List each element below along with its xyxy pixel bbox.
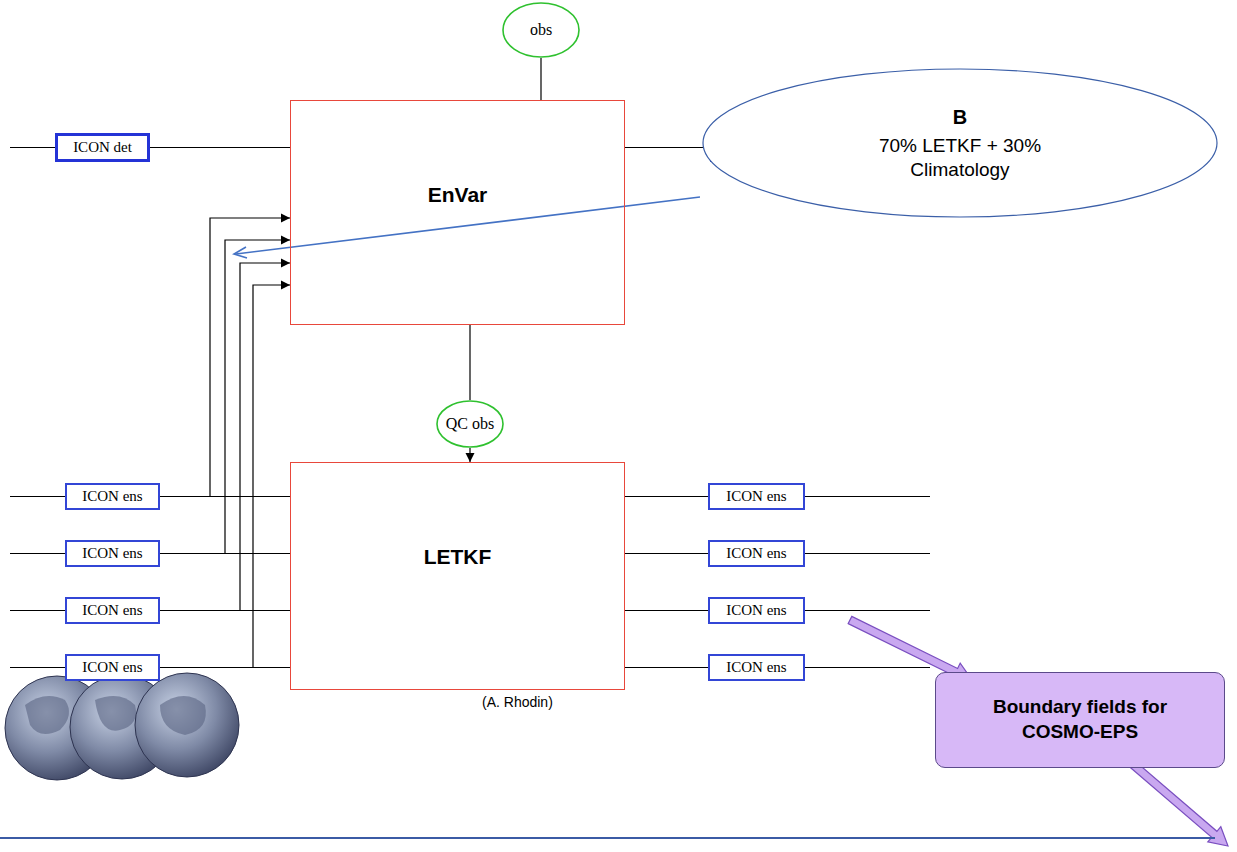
ensemble-box: ICON ens	[708, 597, 805, 624]
globe-illustration	[5, 673, 239, 780]
ensemble-box: ICON ens	[65, 654, 160, 681]
ellipse-shape	[437, 401, 503, 447]
node-label: ICON ens	[726, 602, 786, 619]
node-label: 70% LETKF + 30% Climatology	[870, 134, 1050, 182]
node-label: Boundary fields for COSMO-EPS	[975, 695, 1185, 744]
connector-line	[160, 240, 290, 554]
ellipse-shape	[503, 3, 579, 57]
ensemble-box: ICON ens	[708, 540, 805, 567]
connector-line	[150, 147, 290, 148]
process-box: LETKF	[290, 462, 625, 690]
connector-line	[625, 553, 708, 554]
connector	[625, 147, 710, 148]
connector-line	[160, 610, 290, 611]
connector-line	[625, 667, 708, 668]
connector	[160, 667, 290, 668]
connector-line	[469, 325, 470, 400]
node-label: obs	[530, 21, 552, 39]
process-box: EnVar	[290, 100, 625, 325]
ensemble-box: ICON ens	[65, 540, 160, 567]
connector-line	[160, 285, 290, 668]
node-label: ICON ens	[82, 602, 142, 619]
connector-line	[625, 610, 708, 611]
block-arrow	[1127, 759, 1228, 846]
model-line	[10, 553, 65, 554]
connector	[160, 281, 290, 668]
connector-line	[160, 553, 290, 554]
leader-arrow	[234, 197, 700, 258]
model-line	[805, 496, 930, 497]
node-label: ICON ens	[82, 659, 142, 676]
footer-rule	[0, 837, 1215, 839]
connector	[160, 259, 290, 611]
ensemble-box: ICON ens	[65, 597, 160, 624]
node-label: ICON det	[73, 139, 132, 156]
connector-line	[625, 496, 708, 497]
connector	[625, 553, 708, 554]
connector	[160, 496, 290, 497]
model-line	[10, 610, 65, 611]
connector-line	[160, 263, 290, 611]
obs-ellipse: QC obs	[436, 400, 504, 448]
globe-land	[160, 696, 206, 735]
globe	[135, 673, 239, 777]
connector-line	[160, 496, 290, 497]
node-label: QC obs	[446, 415, 494, 433]
connector	[160, 553, 290, 554]
node-label: EnVar	[428, 183, 488, 207]
connector	[625, 667, 708, 668]
model-box: ICON det	[55, 133, 150, 162]
connector-line	[540, 58, 541, 100]
ensemble-box: ICON ens	[708, 654, 805, 681]
node-label: ICON ens	[726, 659, 786, 676]
model-line	[805, 553, 930, 554]
arrow-head	[281, 236, 290, 245]
connector-line	[160, 667, 290, 668]
model-line	[805, 667, 930, 668]
ensemble-box: ICON ens	[65, 483, 160, 510]
node-heading: B	[953, 105, 967, 130]
connector	[466, 448, 475, 462]
connector	[470, 325, 471, 400]
node-label: ICON ens	[82, 545, 142, 562]
node-label: LETKF	[424, 545, 492, 569]
obs-ellipse: obs	[502, 2, 580, 58]
node-label: ICON ens	[726, 545, 786, 562]
ellipse-shape	[703, 69, 1217, 217]
node-label: ICON ens	[82, 488, 142, 505]
connector-line	[625, 147, 710, 148]
arrow-head	[466, 453, 475, 462]
connector	[160, 610, 290, 611]
model-lines	[10, 148, 935, 668]
credit-note: (A. Rhodin)	[482, 694, 553, 710]
callout-ellipse: B 70% LETKF + 30% Climatology	[702, 68, 1218, 218]
connector	[625, 610, 708, 611]
model-line	[805, 610, 930, 611]
connector	[625, 496, 708, 497]
connector	[541, 58, 542, 100]
arrow-head	[281, 259, 290, 268]
globe-land	[25, 696, 69, 734]
output-box: Boundary fields for COSMO-EPS	[935, 672, 1225, 768]
model-line	[10, 147, 55, 148]
arrow-head	[281, 281, 290, 290]
node-label: ICON ens	[726, 488, 786, 505]
connector	[160, 236, 290, 554]
model-line	[10, 496, 65, 497]
ensemble-box: ICON ens	[708, 483, 805, 510]
connector	[150, 147, 290, 148]
globe-land	[95, 696, 136, 731]
model-line	[10, 667, 65, 668]
arrow-head	[281, 214, 290, 223]
leader-head	[234, 247, 247, 258]
